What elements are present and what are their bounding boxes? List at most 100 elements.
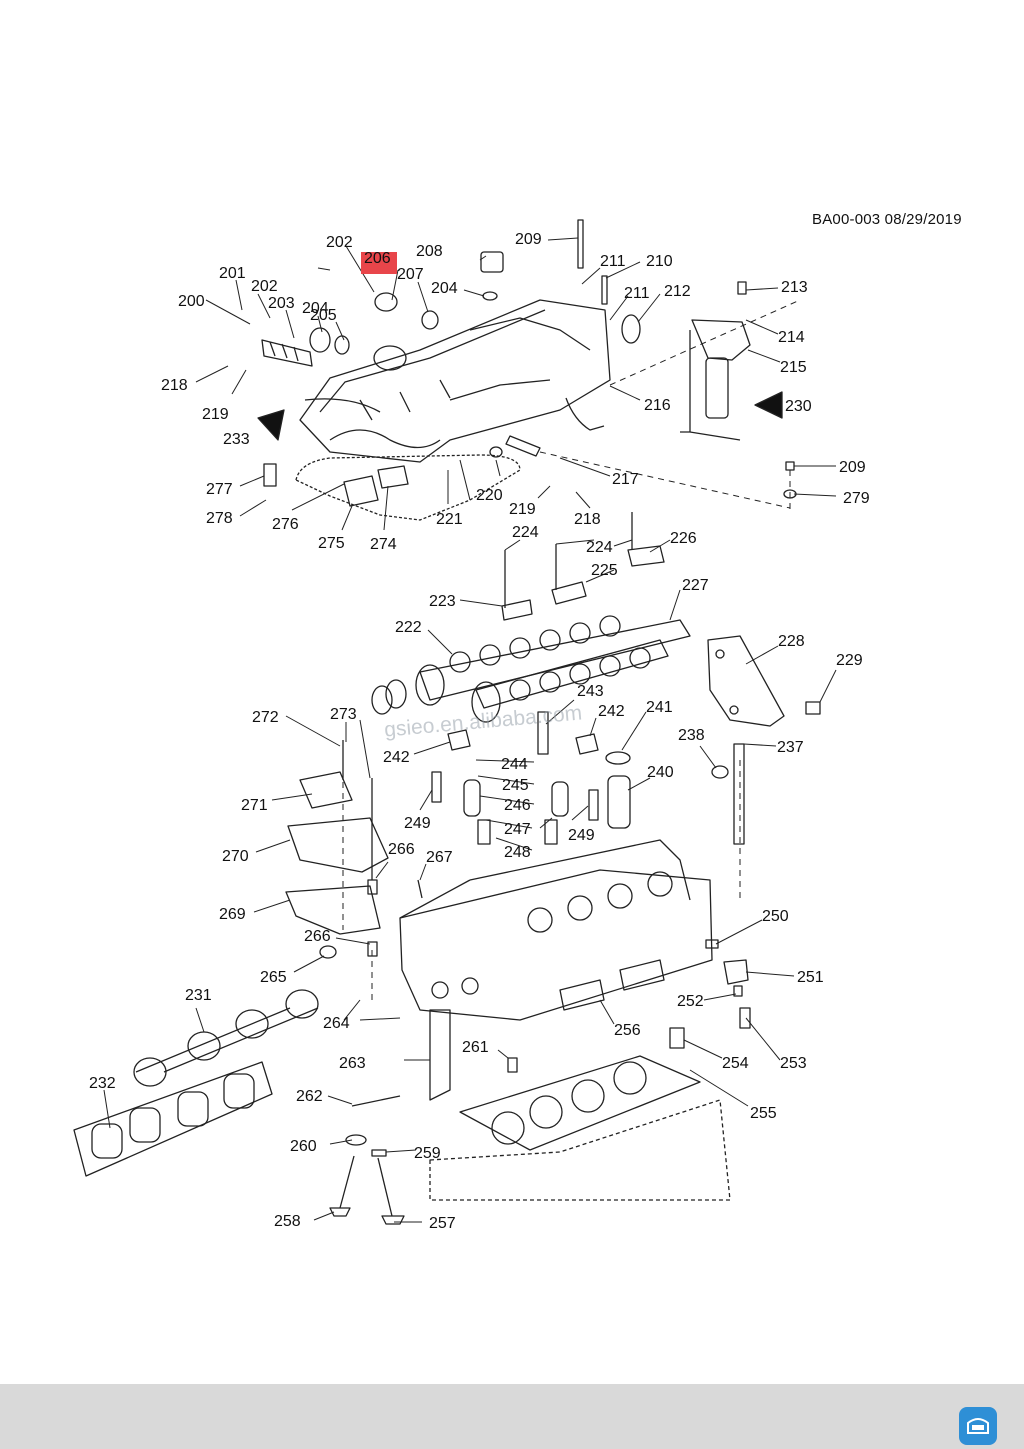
callout-216: 216 [644,397,671,414]
valves [329,1134,405,1225]
callout-224: 224 [512,524,539,541]
callout-218: 218 [161,377,188,394]
footer-bar [0,1384,1024,1449]
callout-204: 204 [302,300,329,317]
callout-211: 211 [624,285,650,302]
sensors [577,219,797,1029]
callout-224: 224 [586,539,613,556]
callout-276: 276 [272,516,299,533]
callout-267: 267 [426,849,453,866]
callout-218: 218 [574,511,601,528]
callout-273: 273 [330,706,357,723]
callout-226: 226 [670,530,697,547]
callout-251: 251 [797,969,824,986]
callout-261: 261 [462,1039,489,1056]
callout-219: 219 [202,406,229,423]
callout-242: 242 [383,749,410,766]
callout-241: 241 [646,699,673,716]
cam-cover [299,299,611,463]
callout-212: 212 [664,283,691,300]
callout-253: 253 [780,1055,807,1072]
callout-270: 270 [222,848,249,865]
callout-232: 232 [89,1075,116,1092]
callout-200: 200 [178,293,205,310]
callout-220: 220 [476,487,503,504]
callout-205: 205 [310,307,337,324]
callout-275: 275 [318,535,345,552]
callout-277: 277 [206,481,233,498]
callout-249: 249 [568,827,595,844]
callout-210: 210 [646,253,673,270]
callout-231: 231 [185,987,212,1004]
callout-257: 257 [429,1215,456,1232]
callout-249: 249 [404,815,431,832]
callout-266: 266 [388,841,415,858]
exploded-parts-diagram: 2002012022022032042042052062072082092092… [73,219,870,1232]
cylinder-head [399,839,713,1049]
callout-238: 238 [678,727,705,744]
callout-242: 242 [598,703,625,720]
callout-208: 208 [416,243,443,260]
callout-274: 274 [370,536,397,553]
callout-202: 202 [326,234,353,251]
camshafts [371,512,691,723]
callout-259: 259 [414,1145,441,1162]
callout-263: 263 [339,1055,366,1072]
callout-209: 209 [839,459,866,476]
callout-214: 214 [778,329,805,346]
manifold-brackets [285,740,423,959]
callout-209: 209 [515,231,542,248]
highlight-box [361,252,397,274]
callout-256: 256 [614,1022,641,1039]
callout-213: 213 [781,279,808,296]
callout-265: 265 [260,969,287,986]
callout-255: 255 [750,1105,777,1122]
callout-202: 202 [251,278,278,295]
document-reference: BA00-003 08/29/2019 [812,211,962,228]
app-logo-icon[interactable] [959,1407,997,1445]
head-gasket [351,1009,731,1201]
callout-229: 229 [836,652,863,669]
callout-207: 207 [397,266,424,283]
callout-221: 221 [436,511,463,528]
intake-gaskets [73,989,319,1177]
callout-248: 248 [504,844,531,861]
callout-272: 272 [252,709,279,726]
callout-206: 206 [364,250,391,267]
callout-237: 237 [777,739,804,756]
left-fittings [261,251,641,367]
callout-215: 215 [780,359,807,376]
callout-225: 225 [591,562,618,579]
callout-204: 204 [431,280,458,297]
callout-230: 230 [785,398,812,415]
callout-233: 233 [223,431,250,448]
valve-train [431,711,745,845]
callout-278: 278 [206,510,233,527]
callout-240: 240 [647,764,674,781]
callout-244: 244 [501,756,528,773]
callout-250: 250 [762,908,789,925]
callout-246: 246 [504,797,531,814]
callout-271: 271 [241,797,268,814]
callout-266: 266 [304,928,331,945]
callout-203: 203 [268,295,295,312]
callout-211: 211 [600,253,626,270]
callout-217: 217 [612,471,639,488]
callout-252: 252 [677,993,704,1010]
callout-222: 222 [395,619,422,636]
callout-223: 223 [429,593,456,610]
callout-227: 227 [682,577,709,594]
leader-lines [103,237,837,1223]
callout-228: 228 [778,633,805,650]
callout-219: 219 [509,501,536,518]
ignition-coil [680,281,783,441]
callout-254: 254 [722,1055,749,1072]
callout-262: 262 [296,1088,323,1105]
callout-247: 247 [504,821,531,838]
callout-279: 279 [843,490,870,507]
callout-269: 269 [219,906,246,923]
callout-201: 201 [219,265,246,282]
callout-260: 260 [290,1138,317,1155]
callout-264: 264 [323,1015,350,1032]
